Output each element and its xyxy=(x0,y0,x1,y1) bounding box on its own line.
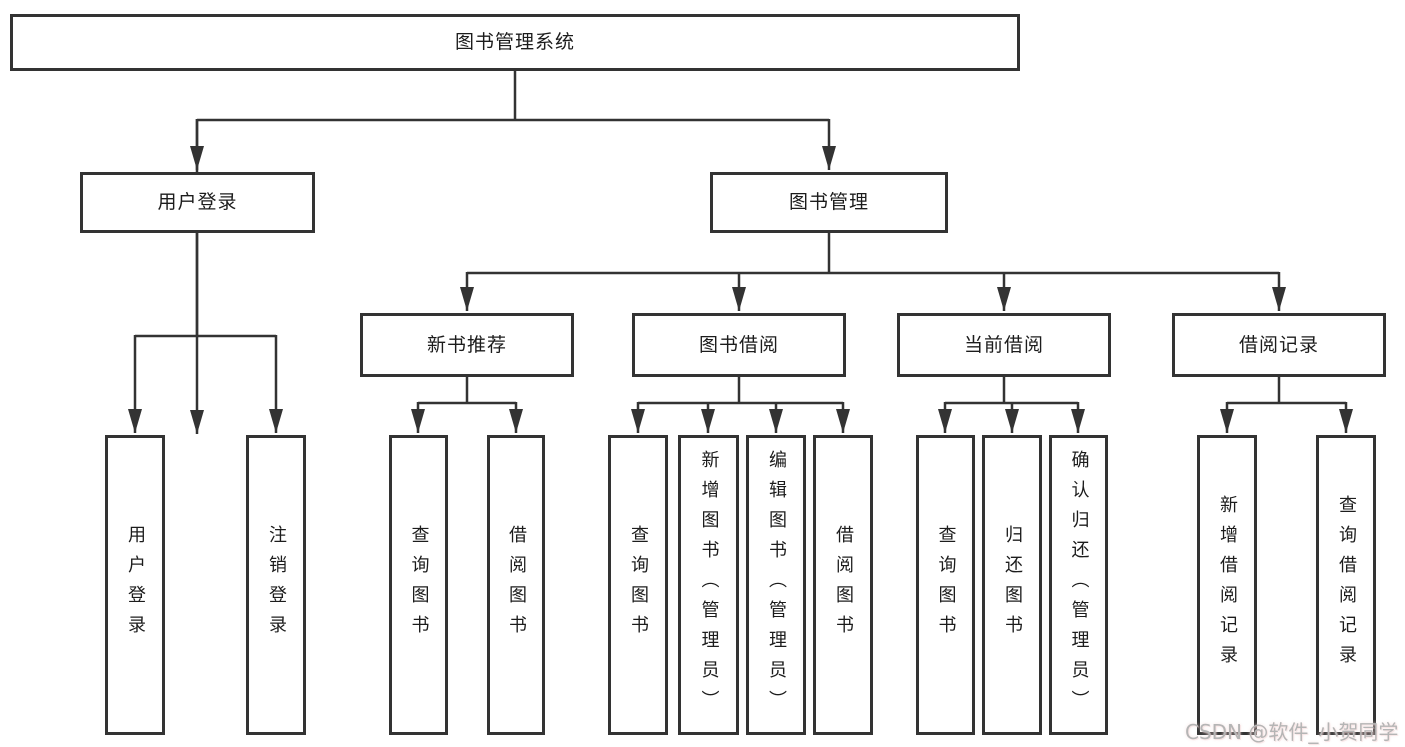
node-label: 注销登录 xyxy=(266,525,287,645)
node-label: 新增借阅记录 xyxy=(1217,495,1238,675)
leaf-user-login: 用户登录 xyxy=(105,435,165,735)
leaf-return-books: 归还图书 xyxy=(982,435,1042,735)
node-label: 新书推荐 xyxy=(426,333,507,356)
node-new-book-recommendation: 新书推荐 xyxy=(360,313,574,377)
node-label: 借阅图书 xyxy=(833,525,854,645)
leaf-query-books: 查询图书 xyxy=(389,435,448,735)
leaf-query-books: 查询图书 xyxy=(608,435,668,735)
node-current-borrowing: 当前借阅 xyxy=(897,313,1111,377)
node-label: 借阅图书 xyxy=(506,525,527,645)
node-label: 图书管理 xyxy=(788,191,869,213)
node-label: 查询借阅记录 xyxy=(1336,495,1357,675)
node-borrowing-records: 借阅记录 xyxy=(1172,313,1386,377)
node-label: 确认归还（管理员） xyxy=(1068,450,1090,720)
node-label: 编辑图书（管理员） xyxy=(766,450,787,720)
node-label: 查询图书 xyxy=(935,525,957,645)
leaf-add-borrow-record: 新增借阅记录 xyxy=(1197,435,1257,735)
node-label: 图书借阅 xyxy=(698,333,779,356)
node-label: 图书管理系统 xyxy=(454,31,575,53)
leaf-add-books-admin: 新增图书（管理员） xyxy=(678,435,739,735)
node-label: 借阅记录 xyxy=(1238,333,1319,356)
node-label: 新增图书（管理员） xyxy=(698,450,720,720)
leaf-borrow-books: 借阅图书 xyxy=(813,435,873,735)
node-label: 查询图书 xyxy=(408,525,430,645)
leaf-logout: 注销登录 xyxy=(246,435,306,735)
leaf-query-books: 查询图书 xyxy=(916,435,975,735)
leaf-query-borrow-record: 查询借阅记录 xyxy=(1316,435,1376,735)
node-label: 归还图书 xyxy=(1002,525,1023,645)
leaf-borrow-books: 借阅图书 xyxy=(487,435,545,735)
node-label: 当前借阅 xyxy=(963,333,1044,356)
node-book-borrowing: 图书借阅 xyxy=(632,313,846,377)
csdn-watermark: CSDN @软件_小贺同学 xyxy=(1185,720,1399,744)
node-library-management-system: 图书管理系统 xyxy=(10,14,1020,71)
node-user-login: 用户登录 xyxy=(80,172,315,233)
leaf-edit-books-admin: 编辑图书（管理员） xyxy=(746,435,806,735)
node-label: 查询图书 xyxy=(628,525,649,645)
leaf-confirm-return-admin: 确认归还（管理员） xyxy=(1049,435,1108,735)
node-label: 用户登录 xyxy=(125,525,146,645)
node-book-management: 图书管理 xyxy=(710,172,948,233)
node-label: 用户登录 xyxy=(157,191,238,213)
